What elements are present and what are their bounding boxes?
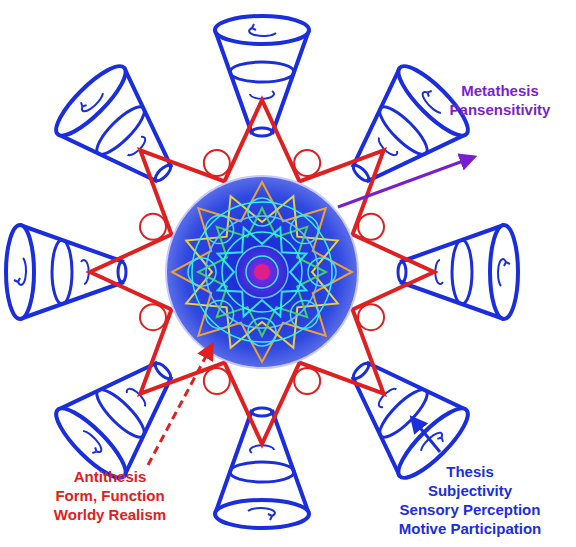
leader-arrow	[148, 345, 212, 465]
red-ring	[358, 304, 384, 330]
cone	[325, 58, 476, 209]
inner-star	[218, 228, 307, 317]
red-star	[90, 100, 434, 444]
inner-circle	[206, 216, 234, 244]
star-outline	[90, 100, 434, 444]
inner-ring	[206, 216, 318, 328]
disc	[166, 176, 358, 368]
cone	[398, 225, 518, 319]
cone	[215, 408, 309, 528]
inner-star	[172, 182, 352, 362]
inner-circle	[290, 216, 318, 244]
inner-circle	[248, 318, 276, 346]
inner-ring	[236, 246, 288, 298]
inner-ring	[222, 232, 302, 312]
concept-label: Subjectivity	[428, 482, 512, 500]
red-ring	[294, 368, 320, 394]
concept-label: Metathesis	[461, 82, 539, 100]
leader-arrows	[148, 157, 474, 465]
inner-ring	[192, 202, 332, 342]
center-dot	[254, 264, 270, 280]
concept-label: Form, Function	[55, 487, 164, 505]
concept-label: Sensory Perception	[400, 501, 541, 519]
concept-label: Pansensitivity	[450, 101, 551, 119]
inner-circle	[206, 300, 234, 328]
leader-arrow	[338, 157, 474, 207]
cone	[6, 225, 126, 319]
cone-ring	[6, 16, 518, 528]
cone	[48, 335, 199, 486]
inner-circle	[188, 258, 216, 286]
concept-label: Worldy Realism	[54, 506, 166, 524]
red-ring	[140, 214, 166, 240]
inner-circle	[248, 198, 276, 226]
inner-circle	[290, 300, 318, 328]
red-ring	[294, 150, 320, 176]
leader-arrow	[412, 418, 440, 452]
inner-star	[186, 196, 338, 348]
red-ring	[204, 368, 230, 394]
concept-label: Thesis	[446, 463, 494, 481]
cone	[215, 16, 309, 136]
cone	[48, 58, 199, 209]
concept-label: Motive Participation	[399, 520, 542, 538]
concept-label: Antithesis	[74, 468, 147, 486]
inner-ring	[246, 256, 278, 288]
red-ring	[204, 150, 230, 176]
red-ring	[140, 304, 166, 330]
central-disc	[166, 176, 358, 368]
red-ring	[358, 214, 384, 240]
inner-circle	[308, 258, 336, 286]
inner-star	[198, 208, 326, 336]
